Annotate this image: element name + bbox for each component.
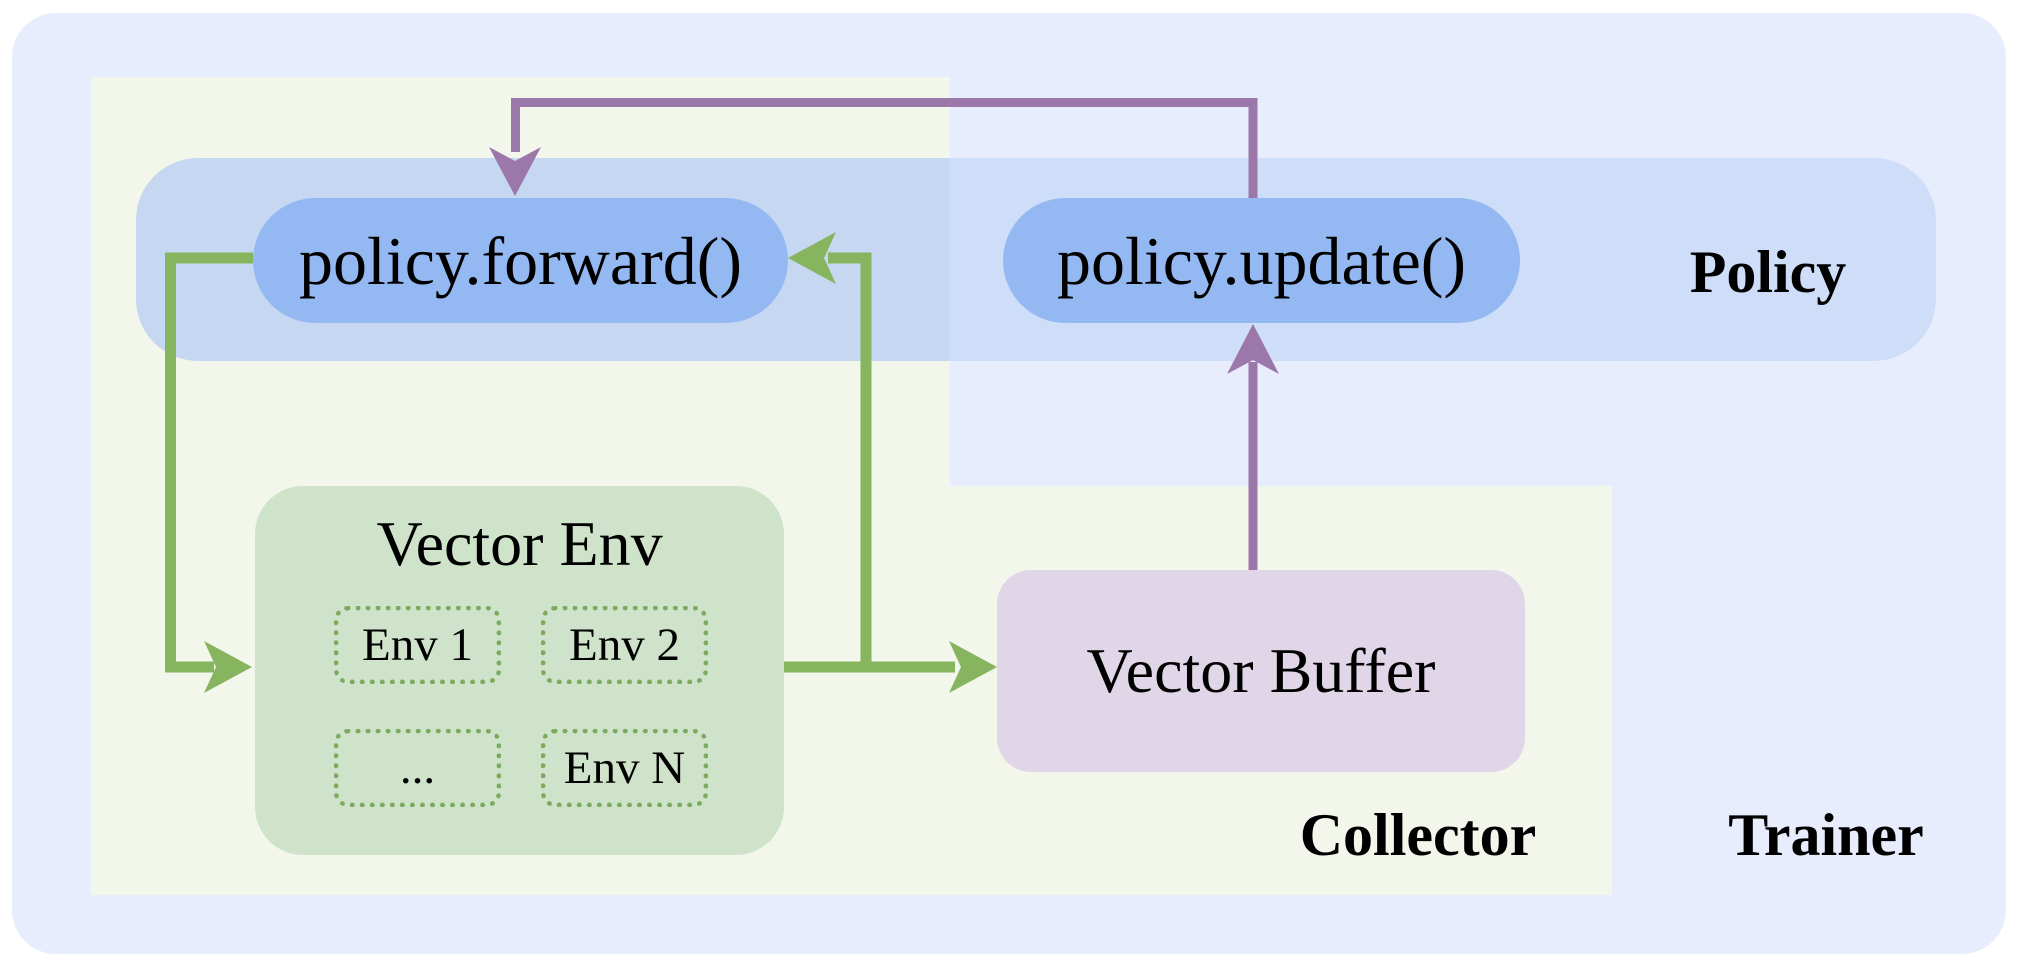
env-item-label: Env 2	[569, 618, 680, 671]
node-vector-buffer: Vector Buffer	[997, 570, 1525, 772]
label-collector: Collector	[1299, 802, 1537, 868]
env-item: Env 2	[541, 606, 708, 684]
policy-update-label: policy.update()	[1056, 222, 1467, 299]
env-item: ...	[334, 729, 501, 807]
env-item-label: ...	[399, 741, 436, 794]
node-policy-update: policy.update()	[1003, 198, 1520, 323]
node-policy-forward: policy.forward()	[253, 198, 788, 323]
env-item: Env N	[541, 729, 708, 807]
env-item: Env 1	[334, 606, 501, 684]
label-policy: Policy	[1689, 239, 1847, 305]
env-item-label: Env N	[563, 741, 686, 794]
vector-env-title: Vector Env	[376, 508, 663, 579]
vector-buffer-label: Vector Buffer	[1086, 635, 1436, 706]
env-item-label: Env 1	[362, 618, 473, 671]
label-trainer: Trainer	[1728, 802, 1924, 868]
policy-forward-label: policy.forward()	[298, 222, 743, 299]
